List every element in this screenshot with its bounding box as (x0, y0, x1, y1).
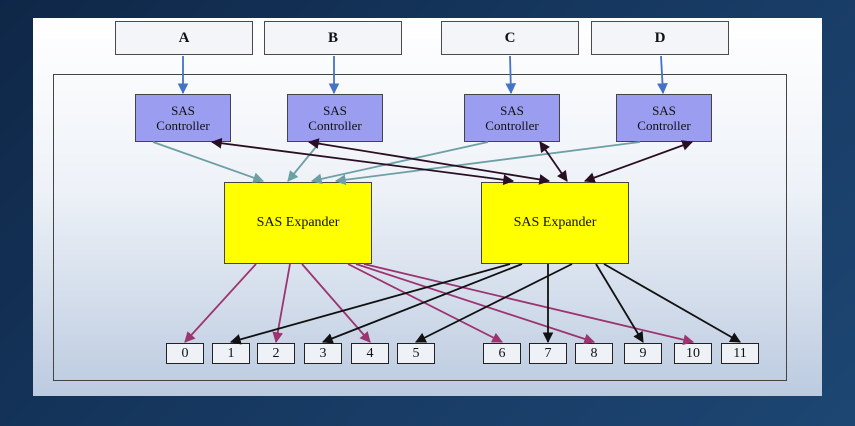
link-exp1-to-disk-11 (603, 263, 741, 343)
link-ctrl3-to-exp1 (583, 140, 694, 183)
disk-10: 10 (674, 343, 712, 364)
host-a: A (115, 21, 253, 55)
disk-4: 4 (351, 343, 389, 364)
disk-3: 3 (304, 343, 342, 364)
disk-8: 8 (575, 343, 613, 364)
link-exp0-to-disk-4 (301, 263, 371, 343)
link-ctrl0-to-exp0 (152, 141, 265, 183)
link-exp0-to-disk-2 (272, 263, 291, 344)
storage-enclosure (53, 74, 787, 381)
host-d: D (591, 21, 729, 55)
disk-11: 11 (721, 343, 759, 364)
sas-expander-2: SAS Expander (481, 182, 629, 264)
link-host-d-to-ctrl3 (657, 55, 668, 95)
host-c: C (441, 21, 579, 55)
disk-6: 6 (483, 343, 521, 364)
link-exp1-to-disk-3 (321, 263, 523, 344)
link-ctrl1-to-exp0 (287, 141, 321, 182)
host-b: B (264, 21, 402, 55)
link-ctrl3-to-exp0 (334, 141, 641, 186)
link-ctrl0-to-exp1 (210, 137, 515, 186)
link-ctrl1-to-exp1 (307, 138, 551, 185)
link-exp0-to-disk-0 (184, 263, 257, 343)
diagram-panel (33, 18, 822, 396)
disk-0: 0 (166, 343, 204, 364)
link-exp0-to-disk-10 (363, 263, 695, 346)
disk-5: 5 (397, 343, 435, 364)
link-host-c-to-ctrl2 (505, 55, 517, 95)
disk-9: 9 (624, 343, 662, 364)
link-exp0-to-disk-6 (347, 263, 503, 343)
link-exp1-to-disk-5 (415, 263, 573, 343)
link-exp0-to-disk-8 (355, 263, 596, 345)
link-ctrl2-to-exp1 (539, 141, 568, 182)
disk-2: 2 (257, 343, 295, 364)
link-exp1-to-disk-9 (595, 263, 644, 343)
link-exp1-to-disk-1 (229, 263, 511, 345)
disk-7: 7 (529, 343, 567, 364)
sas-expander-1: SAS Expander (224, 182, 372, 264)
